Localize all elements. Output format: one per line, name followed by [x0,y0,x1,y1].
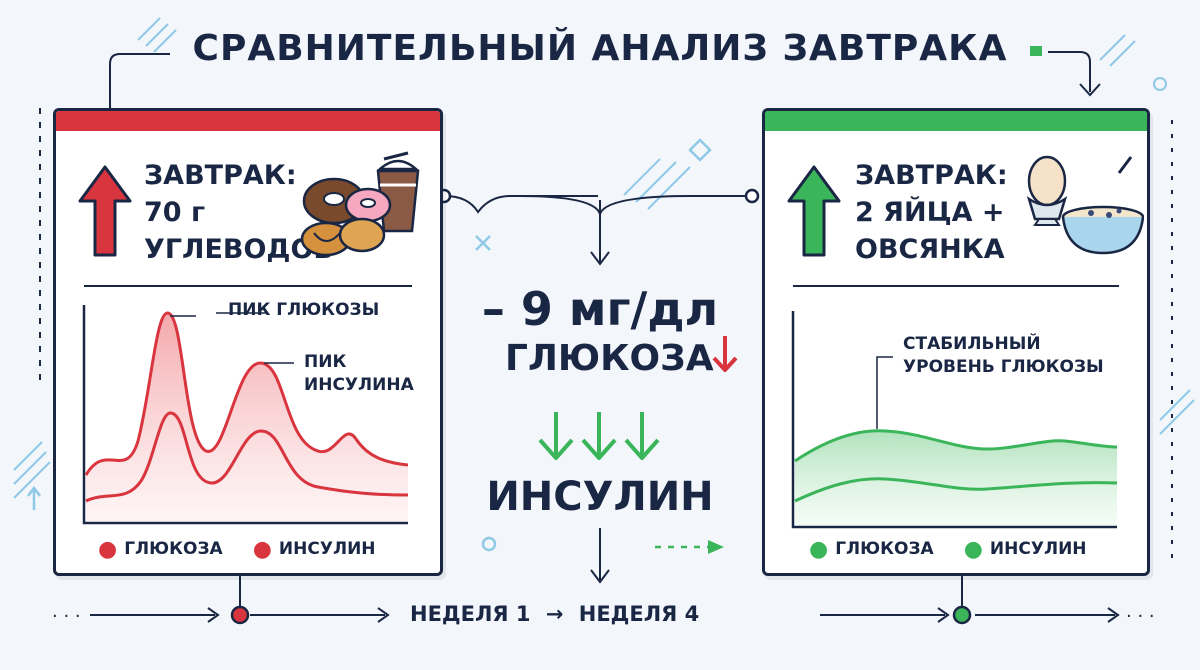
glucose-change-label: ГЛЮКОЗА [505,338,714,379]
chart-axes [791,311,1117,529]
left-panel-header-bar [56,111,440,131]
timeline-node-week1 [230,605,250,625]
left-panel-divider [84,285,412,287]
annotation-leader-stable [876,356,893,429]
timeline-labels: НЕДЕЛЯ 1 → НЕДЕЛЯ 4 [410,602,699,626]
connector-line-top-left [109,53,170,110]
diagonal-hatch-decoration [13,17,1195,499]
ring-decoration-2 [481,536,497,552]
ring-decoration [1153,77,1167,91]
oatmeal-bowl-icon [1061,156,1144,255]
annotation-stable-line-2: УРОВЕНЬ ГЛЮКОЗЫ [903,357,1104,377]
right-panel-header-bar [765,111,1147,131]
left-heading-line-1: ЗАВТРАК: [144,160,297,191]
timeline-week-start: НЕДЕЛЯ 1 [410,602,531,626]
diamond-decoration [688,138,712,162]
connector-line-top-right [1048,51,1091,92]
insulin-line [85,411,409,503]
cross-decoration [475,235,491,251]
svg-text:· · ·: · · · [1126,606,1155,627]
annotation-stable-glucose: СТАБИЛЬНЫЙ УРОВЕНЬ ГЛЮКОЗЫ [903,333,1104,379]
legend-insulin-dot: ● [252,537,272,562]
annotation-stable-line-1: СТАБИЛЬНЫЙ [903,334,1041,354]
legend-glucose-label: ГЛЮКОЗА [835,539,934,559]
legend-insulin-dot: ● [963,537,983,562]
egg-and-oatmeal-illustration [1026,155,1144,255]
connector-left-to-center [440,195,598,214]
arrow-down-to-value [590,200,610,266]
glucose-change-value: – 9 мг/дл [481,282,719,336]
legend-glucose-dot: ● [809,537,829,562]
pastries-illustration [300,151,420,257]
glucose-area [795,430,1117,525]
glucose-area [86,312,408,521]
right-panel-protein-oats: ЗАВТРАК: 2 ЯЙЦА + ОВСЯНКА СТАБИ [762,108,1150,576]
legend-insulin-label: ИНСУЛИН [278,539,376,559]
legend-glucose-dot: ● [98,537,118,562]
arrow-down-icon [712,336,738,372]
arrow-up-icon [78,165,132,257]
croissant-icon [300,217,386,257]
right-heading-line-3: ОВСЯНКА [855,234,1005,265]
arrow-up-decoration [27,485,41,510]
right-panel-divider [793,285,1119,287]
donut-icon [302,177,392,225]
glucose-line [84,311,409,476]
triple-down-arrows [538,412,660,460]
left-glucose-insulin-chart [82,305,409,525]
arrow-down-icon [538,412,574,460]
milkshake-icon [376,151,420,233]
boiled-egg-icon [1026,155,1068,226]
left-panel-high-carb: ЗАВТРАК: 70 г УГЛЕВОДОВ [53,108,443,576]
arrow-down-icon [624,412,660,460]
page-title: СРАВНИТЕЛЬНЫЙ АНАЛИЗ ЗАВТРАКА [192,28,1008,69]
insulin-change-label: ИНСУЛИН [486,474,714,520]
legend-insulin-label: ИНСУЛИН [989,539,1087,559]
small-green-marker [1030,46,1042,56]
glucose-line [794,429,1118,463]
connector-right-to-center [519,195,750,218]
annotation-peak-insulin: ПИК ИНСУЛИНА [304,351,414,397]
right-panel-heading: ЗАВТРАК: 2 ЯЙЦА + ОВСЯНКА [855,157,1008,268]
left-chart-legend: ● ГЛЮКОЗА ● ИНСУЛИН [98,537,376,562]
left-heading-line-2: 70 г [144,197,206,228]
arrow-down-to-timeline [590,528,610,584]
arrow-up-icon [787,165,841,257]
timeline-node-week4 [952,605,972,625]
right-glucose-insulin-chart [791,311,1118,529]
insulin-line [794,477,1118,503]
right-chart-legend: ● ГЛЮКОЗА ● ИНСУЛИН [809,537,1087,562]
arrow-down-icon [581,412,617,460]
annotation-peak-insulin-line-1: ПИК [304,352,347,372]
legend-glucose-label: ГЛЮКОЗА [124,539,223,559]
right-heading-line-1: ЗАВТРАК: [855,160,1008,191]
annotation-peak-glucose: ПИК ГЛЮКОЗЫ [228,300,380,320]
annotation-peak-insulin-line-2: ИНСУЛИНА [304,375,414,395]
timeline-line: · · · · · · [52,606,1155,627]
timeline-arrow: → [545,602,564,626]
right-heading-line-2: 2 ЯЙЦА + [855,197,1005,228]
svg-text:· · ·: · · · [52,606,81,627]
chart-axes [82,305,408,525]
timeline-week-end: НЕДЕЛЯ 4 [578,602,700,626]
